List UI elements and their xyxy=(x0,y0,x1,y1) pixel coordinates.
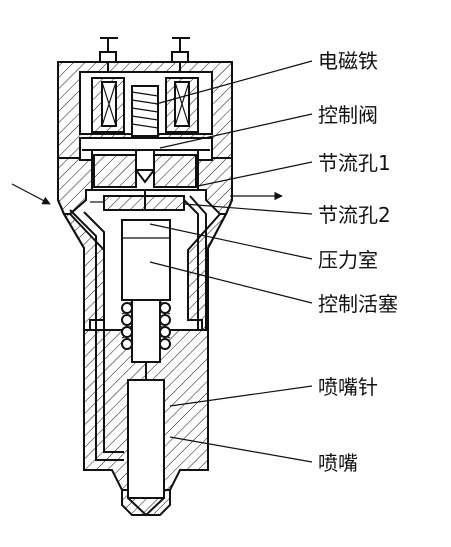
arrow-right-down-icon xyxy=(11,183,51,205)
label-orifice-2: 节流孔2 xyxy=(318,203,391,227)
nozzle-needle-shape xyxy=(127,379,165,517)
piston-assembly xyxy=(121,219,171,380)
label-nozzle-needle: 喷嘴针 xyxy=(318,375,378,399)
control-valve-assembly xyxy=(82,149,210,191)
label-control-piston: 控制活塞 xyxy=(318,292,398,316)
pressure-chamber-shape xyxy=(121,219,171,301)
label-pressure-chamber: 压力室 xyxy=(318,248,378,272)
orifice-plate xyxy=(90,190,185,211)
label-nozzle: 喷嘴 xyxy=(318,451,358,475)
label-orifice-1: 节流孔1 xyxy=(318,151,391,175)
label-electromagnet: 电磁铁 xyxy=(318,49,378,73)
electromagnet-assembly xyxy=(79,37,213,137)
leader-lines xyxy=(149,60,313,463)
fuel-channels xyxy=(69,195,207,461)
upper-body xyxy=(57,157,97,215)
label-control-valve: 控制阀 xyxy=(318,103,378,127)
